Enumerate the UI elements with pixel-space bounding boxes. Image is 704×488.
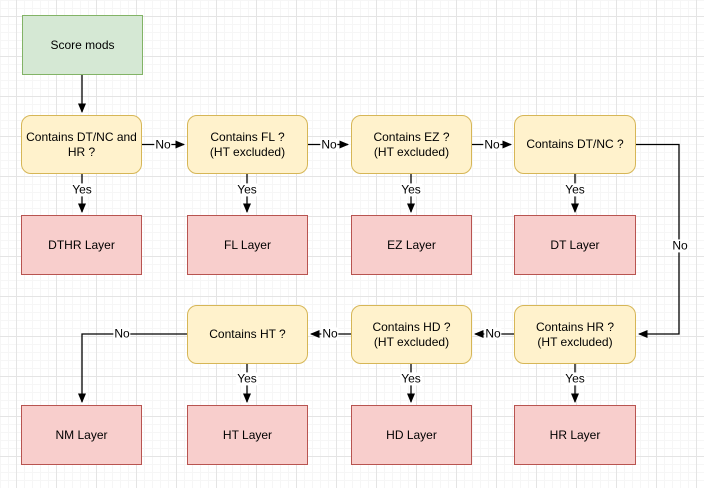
node-layer-hr[interactable]: HR Layer: [514, 405, 636, 465]
node-layer-dthr[interactable]: DTHR Layer: [21, 215, 142, 275]
node-layer-nm[interactable]: NM Layer: [21, 405, 142, 465]
edge-label-fl-yes[interactable]: Yes: [236, 182, 258, 197]
edge-label-hr-yes[interactable]: Yes: [564, 371, 586, 386]
node-label: Contains DT/NC and HR ?: [26, 129, 137, 159]
node-label: HT Layer: [222, 427, 273, 442]
node-q-dtnc[interactable]: Contains DT/NC ?: [514, 115, 636, 174]
node-label: FL Layer: [224, 237, 271, 252]
node-label: Score mods: [50, 37, 115, 52]
edge-label-dtnc-no[interactable]: No: [671, 238, 689, 253]
node-q-hd[interactable]: Contains HD ? (HT excluded): [351, 305, 472, 364]
edge-dtnc-no[interactable]: [636, 143, 680, 338]
node-label: DT Layer: [550, 237, 600, 252]
edge-label-dtnc-hr-no[interactable]: No: [154, 137, 172, 152]
node-label: DTHR Layer: [48, 237, 115, 252]
node-label: Contains DT/NC ?: [526, 137, 624, 151]
node-label: NM Layer: [55, 427, 108, 442]
edge-label-dtnc-yes[interactable]: Yes: [564, 182, 586, 197]
edge-ht-no[interactable]: [78, 333, 187, 403]
edge-label-ez-yes[interactable]: Yes: [400, 182, 422, 197]
edge-label-ht-yes[interactable]: Yes: [236, 371, 258, 386]
node-label: HR Layer: [549, 427, 601, 442]
node-layer-hd[interactable]: HD Layer: [351, 405, 472, 465]
edge-label-ht-no[interactable]: No: [113, 326, 131, 341]
edge-label-fl-no[interactable]: No: [320, 137, 338, 152]
edge-label-hd-yes[interactable]: Yes: [400, 371, 422, 386]
node-layer-ht[interactable]: HT Layer: [187, 405, 308, 465]
node-q-hr[interactable]: Contains HR ? (HT excluded): [514, 305, 636, 364]
node-q-dtnc-hr[interactable]: Contains DT/NC and HR ?: [21, 115, 142, 174]
node-label: EZ Layer: [387, 237, 436, 252]
node-q-ez[interactable]: Contains EZ ? (HT excluded): [351, 115, 472, 174]
node-label: HD Layer: [386, 427, 437, 442]
node-label: Contains HD ? (HT excluded): [372, 319, 451, 349]
node-label: Contains HT ?: [209, 327, 286, 341]
node-label: Contains HR ? (HT excluded): [535, 319, 615, 349]
edge-label-dtnc-hr-yes[interactable]: Yes: [71, 182, 93, 197]
node-start[interactable]: Score mods: [22, 15, 143, 75]
node-q-fl[interactable]: Contains FL ? (HT excluded): [187, 115, 308, 174]
node-q-ht[interactable]: Contains HT ?: [187, 305, 308, 364]
node-layer-ez[interactable]: EZ Layer: [351, 215, 472, 275]
edge-label-hd-no[interactable]: No: [321, 326, 339, 341]
node-layer-dt[interactable]: DT Layer: [514, 215, 636, 275]
node-layer-fl[interactable]: FL Layer: [187, 215, 308, 275]
edge-label-hr-no[interactable]: No: [484, 326, 502, 341]
edge-label-ez-no[interactable]: No: [483, 137, 501, 152]
node-label: Contains EZ ? (HT excluded): [373, 129, 450, 159]
node-label: Contains FL ? (HT excluded): [209, 129, 286, 159]
